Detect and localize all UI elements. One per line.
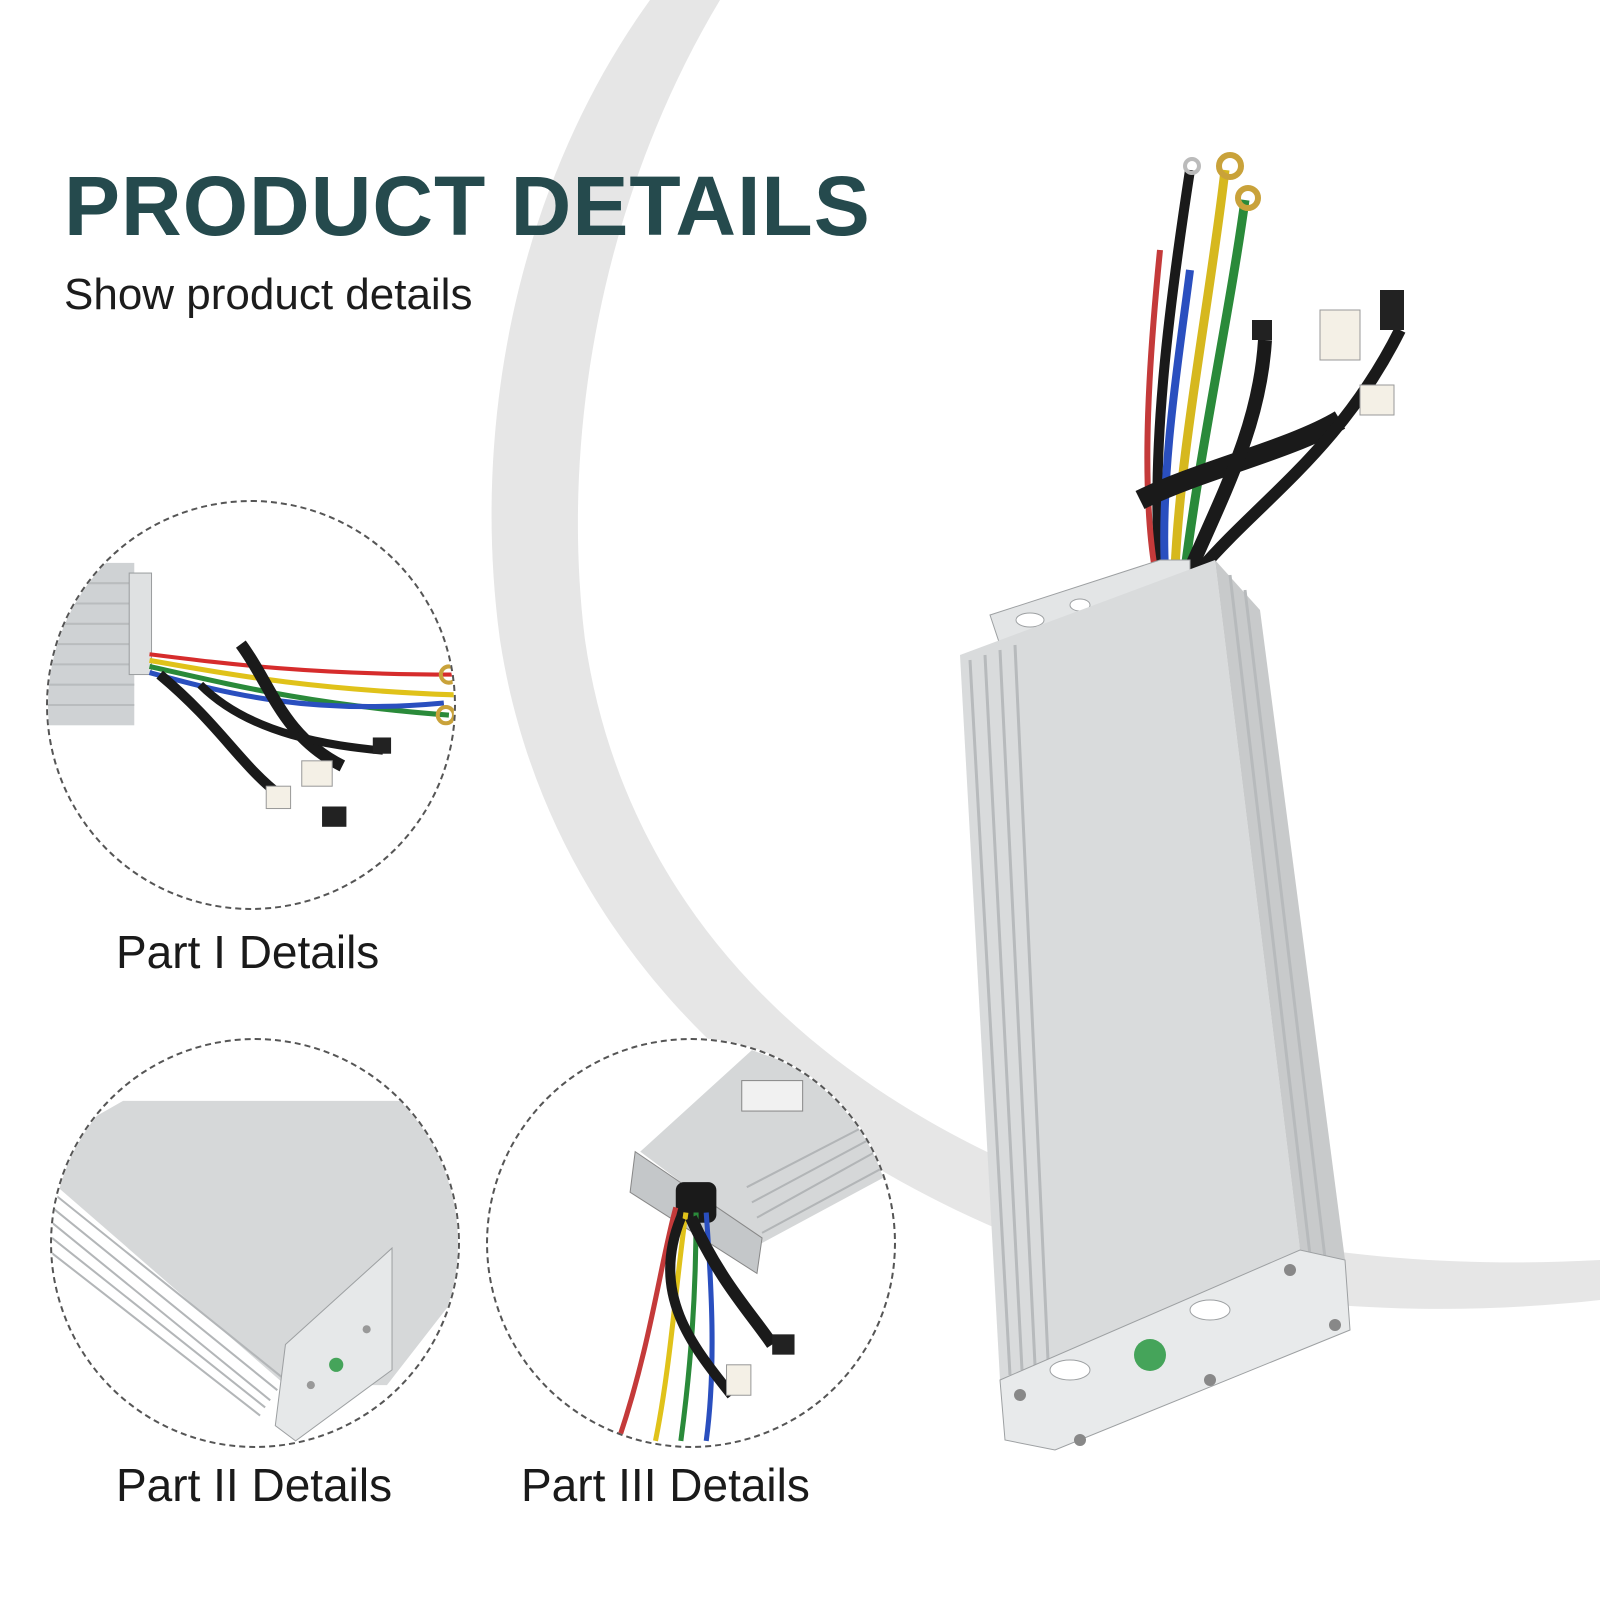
controller-main-image [960,152,1406,1451]
part-3-caption: Part III Details [521,1459,810,1511]
controller-end-closeup [617,1050,894,1442]
part-1-caption: Part I Details [116,926,380,978]
part-3-detail-image [486,1038,896,1448]
part-1-detail-image [46,500,456,910]
part-2-detail-image [50,1038,460,1448]
controller-wires-closeup [48,562,454,827]
page-title: PRODUCT DETAILS [64,159,871,253]
controller-body-closeup [52,1100,458,1442]
part-2-caption: Part II Details [116,1459,393,1511]
page-subtitle: Show product details [64,270,473,319]
